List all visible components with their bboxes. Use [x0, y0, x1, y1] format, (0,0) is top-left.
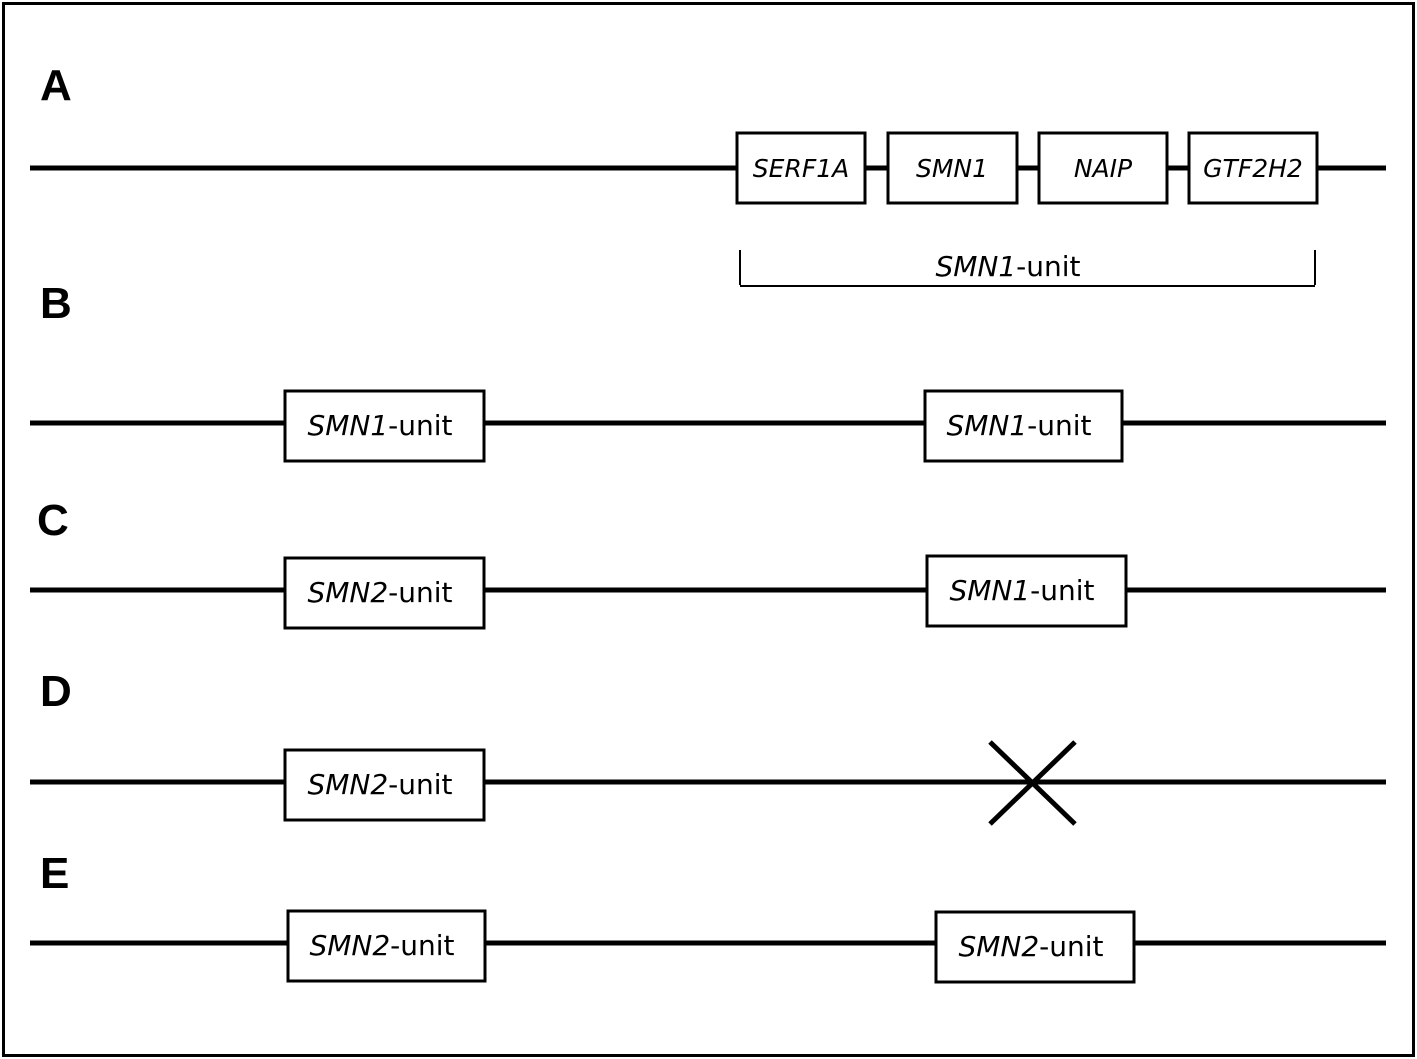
smn1-unit-bracket: SMN1-unit	[739, 250, 1316, 287]
gene-label-naip: NAIP	[1074, 154, 1133, 183]
panel-letter-b: B	[40, 279, 72, 328]
svg-text:SMN1-unit: SMN1-unit	[307, 409, 452, 442]
svg-text:SMN1-unit: SMN1-unit	[946, 409, 1091, 442]
gene-label-smn1: SMN1	[916, 154, 988, 183]
unit-box-d-left: SMN2-unit	[283, 748, 486, 822]
panel-letter-d: D	[40, 667, 72, 716]
panel-letter-a: A	[40, 61, 72, 110]
svg-text:GTF2H2: GTF2H2	[1203, 154, 1303, 183]
svg-text:SMN2-unit: SMN2-unit	[307, 576, 452, 609]
svg-text:SMN2-unit: SMN2-unit	[958, 930, 1103, 963]
svg-text:SMN1-unit: SMN1-unit	[949, 574, 1094, 607]
gene-box-smn1: SMN1	[886, 131, 1019, 205]
svg-text:SMN1: SMN1	[916, 154, 988, 183]
gene-label-gtf2h2: GTF2H2	[1203, 154, 1303, 183]
unit-box-b-right: SMN1-unit	[923, 389, 1124, 463]
unit-box-c-right: SMN1-unit	[925, 554, 1128, 628]
gene-box-naip: NAIP	[1037, 131, 1169, 205]
unit-box-b-left: SMN1-unit	[283, 389, 486, 463]
unit-box-e-left: SMN2-unit	[286, 909, 487, 983]
gene-box-gtf2h2: GTF2H2	[1187, 131, 1319, 205]
svg-text:SMN2-unit: SMN2-unit	[307, 768, 452, 801]
unit-box-c-left: SMN2-unit	[283, 556, 486, 630]
unit-box-e-right: SMN2-unit	[934, 910, 1136, 984]
svg-text:NAIP: NAIP	[1074, 154, 1133, 183]
bracket-label: SMN1-unit	[935, 250, 1080, 283]
panel-letter-c: C	[37, 496, 69, 545]
gene-label-serf1a: SERF1A	[753, 154, 849, 183]
panel-letter-e: E	[40, 849, 69, 898]
deletion-cross-icon	[988, 740, 1077, 826]
svg-text:SMN2-unit: SMN2-unit	[309, 929, 454, 962]
svg-text:SERF1A: SERF1A	[753, 154, 849, 183]
gene-box-serf1a: SERF1A	[735, 131, 867, 205]
